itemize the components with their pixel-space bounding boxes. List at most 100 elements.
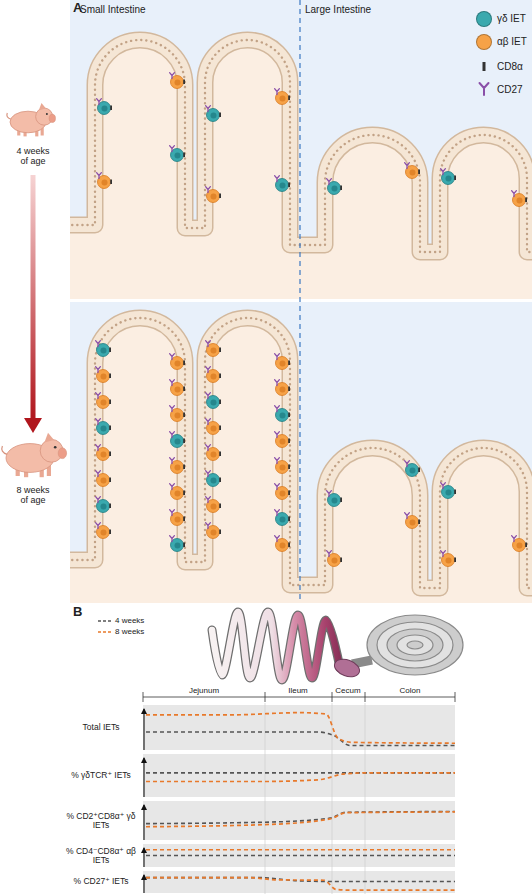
cell-nucleus <box>101 530 107 536</box>
legend-cd27-symbol <box>480 83 489 95</box>
pig-tail <box>2 446 7 454</box>
cd8a-marker <box>288 491 290 496</box>
cecum <box>332 656 362 680</box>
cell-nucleus <box>175 491 181 497</box>
chart-row-band: % CD4⁻CD8α⁺ αβ IETs <box>143 844 455 867</box>
chart-row-band: % CD27⁺ IETs <box>143 871 455 893</box>
cd27-marker <box>275 432 280 438</box>
pig-snout <box>58 448 66 459</box>
cd27-marker <box>170 484 175 490</box>
cd27-marker <box>275 406 280 412</box>
gamma-delta-cell <box>441 483 456 499</box>
curve-8-weeks <box>146 812 455 827</box>
cell-nucleus <box>280 361 286 367</box>
cd8a-marker <box>525 543 527 548</box>
cell-nucleus <box>280 543 286 549</box>
cd27-marker <box>441 551 446 557</box>
alpha-beta-cell <box>170 380 185 396</box>
cd27-marker <box>170 354 175 360</box>
cd8a-marker <box>110 106 112 111</box>
cd27-marker <box>206 471 211 477</box>
cd8a-marker <box>219 374 221 379</box>
legend-label: γδ IET <box>497 13 526 25</box>
cd27-marker <box>206 419 211 425</box>
gamma-delta-cell <box>275 176 290 192</box>
annotation-label: 4 weeks of age <box>13 146 53 167</box>
cd27-marker <box>275 380 280 386</box>
pig-ear <box>39 103 46 110</box>
annotation-label: Small Intestine <box>80 4 146 16</box>
cd8a-marker <box>288 543 290 548</box>
epithelium <box>70 40 532 252</box>
gamma-delta-cell <box>97 99 112 115</box>
cd8a-marker <box>109 452 111 457</box>
cd27-marker <box>170 380 175 386</box>
cell-nucleus <box>101 400 107 406</box>
cd27-marker <box>96 497 101 503</box>
segment-bracket <box>143 697 455 698</box>
gamma-delta-cell <box>170 536 185 552</box>
cd27-marker <box>97 99 102 105</box>
cell-nucleus <box>211 400 217 406</box>
y-axis-arrow <box>143 758 144 797</box>
cd8a-marker <box>288 183 290 188</box>
pig-icon <box>2 433 67 477</box>
cell-nucleus <box>175 413 181 419</box>
cd8a-marker <box>219 504 221 509</box>
cell-nucleus <box>410 468 416 474</box>
pig-tail <box>7 113 11 119</box>
curve-8-weeks <box>146 878 455 891</box>
cd8a-marker <box>525 198 527 203</box>
cell-nucleus <box>211 426 217 432</box>
epithelial-nuclei <box>70 318 532 588</box>
cell-nucleus <box>101 452 107 458</box>
alpha-beta-cell <box>96 367 111 383</box>
small-intestine-outline <box>212 612 340 680</box>
alpha-beta-cell <box>275 432 290 448</box>
alpha-beta-cell <box>96 445 111 461</box>
cd8a-marker <box>288 517 290 522</box>
cd27-marker <box>405 163 410 169</box>
segment-name: Jejunum <box>187 686 221 695</box>
cell-nucleus <box>175 80 181 86</box>
gamma-delta-cell <box>206 393 221 409</box>
section-divider <box>299 0 300 603</box>
cd27-marker <box>170 536 175 542</box>
cd8a-marker <box>183 491 185 496</box>
cd27-marker <box>96 523 101 529</box>
cell-nucleus <box>280 387 286 393</box>
cell-nucleus <box>211 530 217 536</box>
cd27-marker <box>441 169 446 175</box>
cd8a-marker <box>219 530 221 535</box>
curve-4-weeks <box>146 772 455 774</box>
alpha-beta-cell <box>170 406 185 422</box>
cd27-marker <box>206 187 211 193</box>
alpha-beta-cell <box>206 187 221 203</box>
segment-boundary <box>265 703 266 894</box>
cell-nucleus <box>211 374 217 380</box>
alpha-beta-cell <box>275 354 290 370</box>
cd8a-marker <box>110 180 112 185</box>
alpha-beta-cell <box>405 163 420 179</box>
cd8a-marker <box>418 520 420 525</box>
cell-nucleus <box>175 439 181 445</box>
cd27-marker <box>170 146 175 152</box>
chart-row-band: Total IETs <box>143 705 455 750</box>
cd8a-marker <box>109 426 111 431</box>
alpha-beta-cell <box>275 458 290 474</box>
cd8a-marker <box>288 465 290 470</box>
epithelium-edge <box>70 40 532 252</box>
alpha-beta-cell <box>206 497 221 513</box>
cd8a-marker <box>219 426 221 431</box>
row-label: % CD4⁻CD8α⁺ αβ IETs <box>65 846 137 865</box>
cd8a-marker <box>109 348 111 353</box>
cell-nucleus <box>446 558 452 564</box>
cd27-marker <box>405 461 410 467</box>
colon-coil <box>387 629 443 661</box>
row-label: % CD2⁺CD8α⁺ γδ IETs <box>65 811 137 830</box>
cell-nucleus <box>175 465 181 471</box>
cell-nucleus <box>332 498 338 504</box>
cd8a-marker <box>219 400 221 405</box>
cell-nucleus <box>280 491 286 497</box>
cd27-marker <box>170 406 175 412</box>
